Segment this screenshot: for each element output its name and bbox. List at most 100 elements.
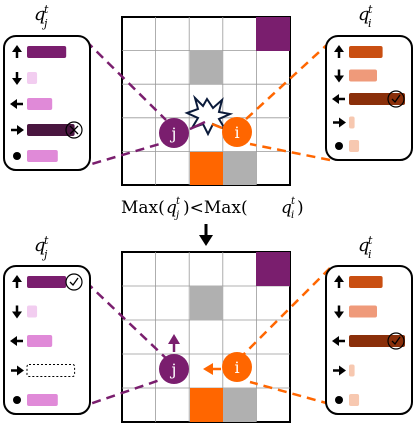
- svg-text:q: q: [34, 4, 46, 25]
- q-value-bar-down: [349, 305, 377, 318]
- title-q-i-bottom: q t i: [358, 234, 373, 261]
- down-arrow-icon: [12, 305, 22, 319]
- q-value-bar-stay: [27, 394, 58, 406]
- q-value-bar-right: [27, 124, 75, 136]
- check-icon: [387, 332, 405, 350]
- up-arrow-icon: [334, 275, 344, 288]
- connector-qi-top: [239, 267, 331, 359]
- svg-text:j: j: [174, 210, 179, 221]
- svg-text:i: i: [291, 210, 294, 221]
- svg-text:q: q: [358, 4, 370, 25]
- svg-text:t: t: [368, 3, 373, 16]
- svg-text:)<Max(: )<Max(: [183, 198, 248, 218]
- svg-text:t: t: [176, 196, 181, 207]
- connector-qj-top: [85, 40, 167, 121]
- q-panel-j: [3, 265, 91, 415]
- q-value-bar-up: [27, 276, 67, 288]
- up-arrow-icon: [12, 45, 22, 58]
- up-arrow-icon: [12, 275, 22, 288]
- right-arrow-icon: [11, 365, 24, 376]
- svg-text:t: t: [368, 234, 373, 247]
- stay-dot-icon: [335, 396, 343, 404]
- q-value-bar-right: [349, 364, 355, 377]
- q-value-bar-right: [349, 116, 355, 129]
- agent-j-up-arrowhead: [168, 334, 180, 344]
- q-value-bar-down: [27, 72, 38, 84]
- goal-cell-i: [190, 388, 223, 422]
- svg-text:q: q: [358, 235, 370, 256]
- svg-text:j: j: [170, 124, 177, 143]
- q-value-bar-down: [349, 69, 377, 82]
- down-arrow-icon: [334, 305, 344, 319]
- agent-j-move-arrow: [189, 120, 206, 131]
- left-arrow-icon: [332, 94, 345, 104]
- connector-qi-top: [244, 41, 331, 121]
- q-panel-i: [325, 265, 413, 415]
- svg-text:t: t: [44, 3, 49, 16]
- svg-text:j: j: [170, 360, 177, 379]
- q-value-bar-right: [26, 364, 76, 377]
- svg-text:i: i: [234, 358, 239, 377]
- svg-text:t: t: [44, 234, 49, 247]
- check-icon: [65, 273, 83, 291]
- goal-cell-i: [190, 152, 223, 185]
- stay-dot-icon: [13, 152, 21, 160]
- q-value-bar-stay: [349, 394, 360, 406]
- agent-i: i: [222, 117, 252, 147]
- q-value-bar-left: [349, 335, 405, 347]
- connector-qj-top: [85, 281, 171, 363]
- top-grid: [121, 16, 291, 186]
- obstacle-cell: [190, 286, 223, 320]
- down-arrow-icon: [199, 224, 213, 246]
- q-panel-i: [325, 35, 413, 161]
- down-arrow-icon: [334, 69, 344, 83]
- svg-text:t: t: [291, 196, 296, 207]
- q-value-bar-down: [27, 305, 38, 318]
- right-arrow-icon: [333, 365, 346, 376]
- obstacle-cell: [223, 388, 256, 422]
- svg-text:i: i: [234, 123, 239, 142]
- q-value-bar-left: [27, 335, 53, 347]
- right-arrow-icon: [333, 117, 346, 128]
- q-value-bar-left: [349, 93, 405, 105]
- svg-text:q: q: [166, 198, 177, 218]
- q-value-bar-up: [27, 46, 67, 58]
- agent-i: i: [222, 352, 252, 382]
- q-panel-j: [3, 35, 91, 171]
- left-arrow-icon: [10, 336, 23, 346]
- svg-text:q: q: [281, 198, 292, 218]
- stay-dot-icon: [13, 396, 21, 404]
- check-icon: [387, 90, 405, 108]
- up-arrow-icon: [334, 45, 344, 58]
- agent-j: j: [159, 118, 189, 148]
- obstacle-cell: [223, 152, 256, 185]
- svg-text:i: i: [368, 248, 372, 261]
- condition-formula: Max( q t j )<Max( q t i ): [121, 196, 304, 221]
- top-scenario: j i q t j q t i: [3, 3, 413, 186]
- svg-text:): ): [297, 198, 304, 218]
- down-arrow-icon: [12, 72, 22, 85]
- svg-text:j: j: [41, 17, 48, 30]
- q-value-bar-up: [349, 46, 383, 58]
- left-arrow-icon: [332, 336, 345, 346]
- left-arrow-icon: [10, 99, 23, 109]
- svg-text:i: i: [368, 17, 372, 30]
- goal-cell-j: [256, 252, 290, 286]
- obstacle-cell: [190, 51, 223, 84]
- connector-qi-bottom: [249, 142, 331, 162]
- stay-dot-icon: [335, 142, 343, 150]
- svg-text:j: j: [41, 248, 48, 261]
- title-q-j-bottom: q t j: [34, 234, 49, 261]
- q-value-bar-up: [349, 276, 383, 288]
- q-value-bar-left: [27, 98, 53, 110]
- goal-cell-j: [256, 17, 290, 51]
- svg-text:q: q: [34, 235, 46, 256]
- title-q-j-top: q t j: [34, 3, 49, 30]
- svg-text:Max(: Max(: [121, 198, 165, 218]
- agent-i-left-arrowhead: [203, 363, 213, 375]
- title-q-i-top: q t i: [358, 3, 373, 30]
- bottom-grid: [121, 251, 291, 423]
- right-arrow-icon: [11, 125, 24, 135]
- q-value-bar-stay: [349, 140, 360, 152]
